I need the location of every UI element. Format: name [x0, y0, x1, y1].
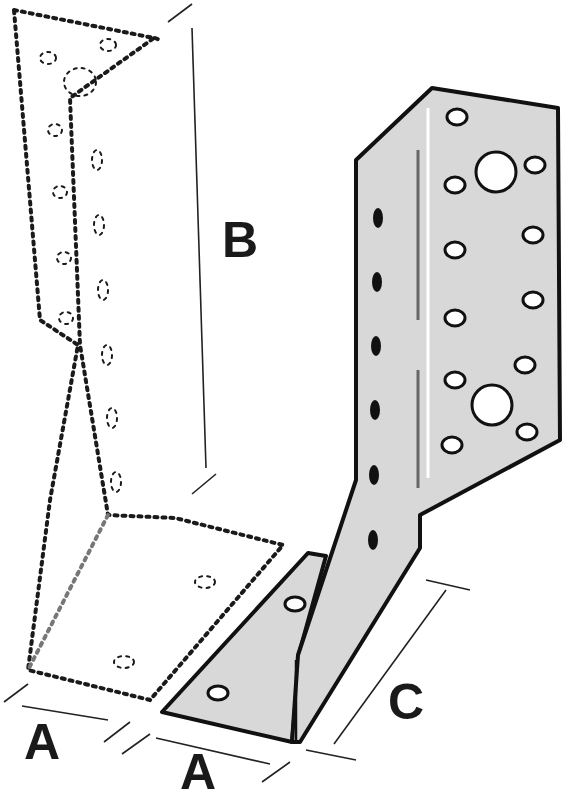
nail-holes	[208, 109, 545, 700]
side-holes	[368, 208, 383, 550]
fold-line	[418, 108, 428, 488]
dimension-letter: C	[388, 677, 424, 727]
ghost-bracket	[14, 10, 283, 700]
joist-hanger	[162, 88, 560, 742]
dimension-letter: A	[180, 747, 216, 797]
dimension-letter: B	[222, 215, 258, 265]
dimension-letter: A	[24, 717, 60, 767]
